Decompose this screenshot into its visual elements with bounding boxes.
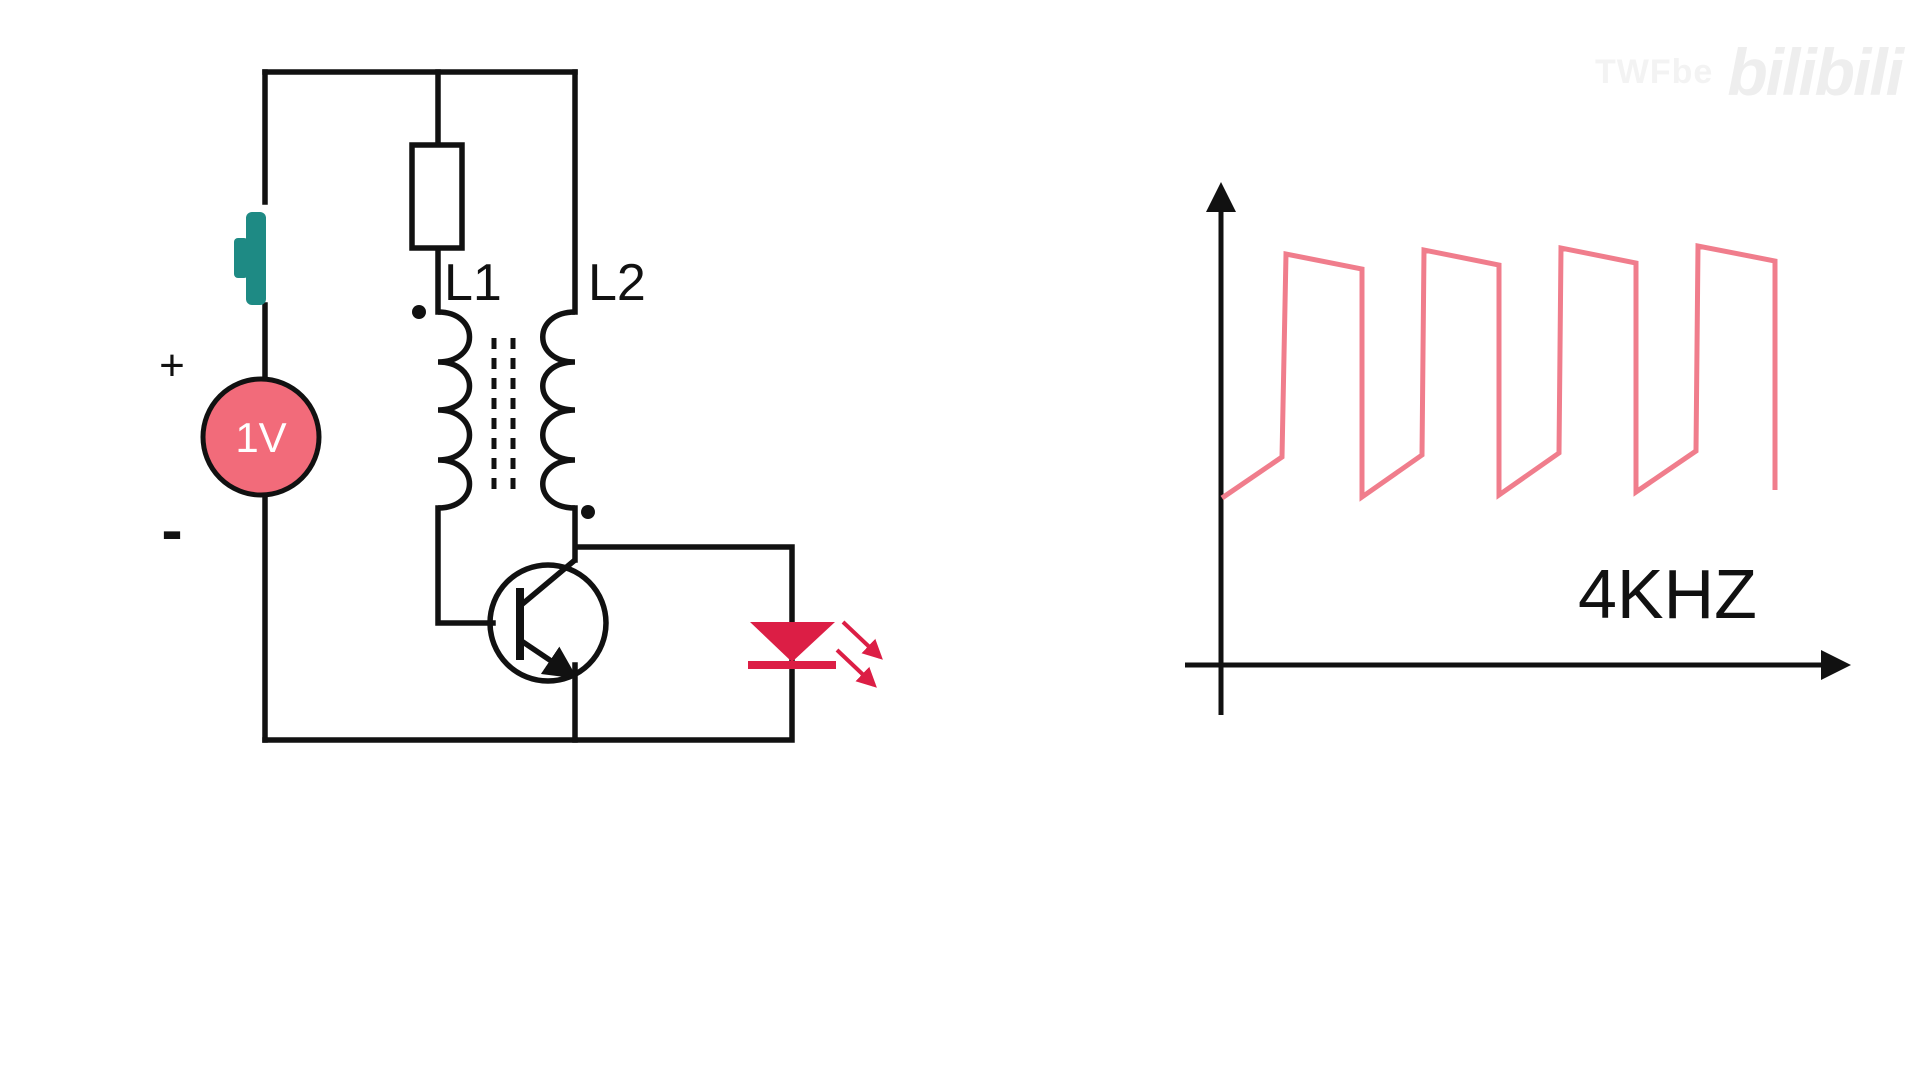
led-icon	[748, 620, 883, 688]
l1-wire	[435, 69, 496, 626]
circuit	[262, 69, 795, 743]
bilibili-logo: bilibili	[1727, 35, 1904, 109]
l2-polarity-dot	[581, 505, 595, 519]
plus-label: +	[159, 341, 185, 390]
watermark-user: TWFbe	[1595, 52, 1714, 91]
inductor-icon	[540, 309, 576, 511]
transistor-icon	[487, 557, 609, 684]
inductor-icon	[437, 309, 473, 511]
minus-label: -	[161, 494, 182, 566]
waveform-axes	[1185, 182, 1851, 715]
frequency-label: 4KHZ	[1578, 555, 1757, 633]
coil1-label: L1	[444, 254, 502, 312]
resistor-icon	[409, 142, 465, 251]
l1-polarity-dot	[412, 305, 426, 319]
source-voltage-label: 1V	[235, 414, 286, 461]
watermark: TWFbe bilibili	[1595, 34, 1904, 110]
coil2-label: L2	[588, 254, 646, 312]
sawtooth-waveform	[1220, 242, 1778, 502]
transformer-core	[491, 338, 516, 495]
battery-source-icon	[200, 376, 322, 498]
push-switch-icon	[234, 212, 266, 305]
